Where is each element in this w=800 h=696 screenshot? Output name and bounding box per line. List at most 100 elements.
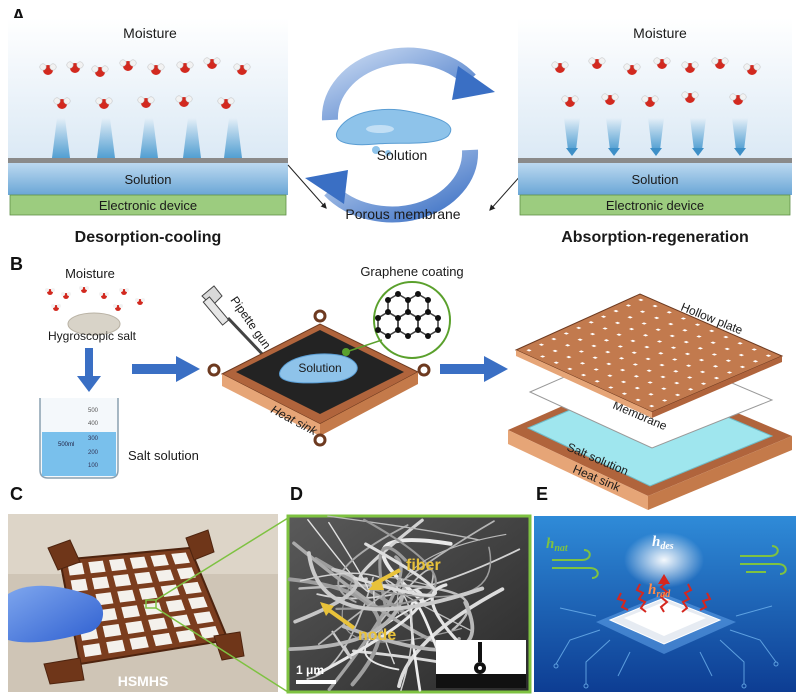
hollow-plate-cell (659, 363, 665, 367)
hsmhs-cell (165, 599, 186, 613)
sem-fiber (331, 630, 352, 660)
steam (624, 532, 704, 588)
hsmhs-cell (182, 581, 202, 595)
solution-puddle (335, 108, 452, 146)
hollow-plate-cell (739, 365, 746, 369)
absorption-beams (564, 118, 748, 156)
hollow-plate-cell (654, 316, 660, 320)
hollow-plate-cell (687, 388, 694, 391)
hollow-plate-cell (670, 346, 677, 349)
hollow-plate-cell (563, 332, 569, 335)
device-label-left: Electronic device (99, 198, 197, 213)
hollow-plate-cell (565, 344, 571, 347)
hollow-plate-cell (538, 343, 545, 346)
hollow-plate-cell (725, 359, 732, 362)
circuit-traces (553, 605, 779, 689)
scale-bar (296, 680, 336, 684)
hsmhs-cell (152, 632, 173, 647)
hollow-plate-cell (589, 332, 596, 336)
hollow-plate-cell (631, 351, 637, 354)
hollow-plate-cell (578, 350, 585, 353)
arrow-to-heat-sink (132, 356, 200, 382)
hollow-plate-cell (621, 392, 628, 395)
hollow-plate-cell (700, 382, 707, 385)
electronic-device-right (519, 194, 791, 216)
hsmhs-cell (176, 567, 196, 580)
hsmhs-cell (187, 596, 208, 610)
hollow-plate-cell (630, 339, 636, 343)
hsmhs-cell (121, 605, 140, 619)
hollow-plate-cell (552, 349, 558, 353)
cycle-diagram: Solution Porous membrane (287, 47, 531, 223)
sem-fiber (353, 542, 438, 597)
cycle-arrow-head-bottom (305, 170, 348, 204)
hollow-plate-cell (579, 362, 586, 365)
hollow-plate-cell (553, 361, 559, 364)
sem-fiber (409, 600, 444, 692)
hygroscopic-salt-label: Hygroscopic salt (48, 329, 137, 343)
solution-drop (279, 353, 358, 384)
hollow-plate-cell (592, 356, 598, 359)
solution-label-right: Solution (632, 172, 679, 187)
hollow-plate-cell (606, 362, 612, 366)
hollow-plate-cell (567, 367, 573, 371)
sem-fiber (396, 533, 507, 614)
hollow-plate-cell (566, 355, 572, 359)
hsmhs-cell (148, 617, 168, 631)
hollow-plate-cell (645, 357, 651, 361)
desorption-scene: Moisture Solution Electronic device Deso… (8, 18, 288, 246)
hollow-plate-cell (656, 340, 663, 343)
moisture-label-left: Moisture (123, 25, 177, 41)
hollow-plate-cell (644, 345, 650, 349)
sem-fiber (385, 576, 473, 632)
hollow-plate-cell (674, 381, 680, 385)
heat-transfer-diagram: hnat hdes hrad (534, 516, 796, 692)
hollow-plate-cell (577, 338, 583, 341)
hollow-plate-cell (638, 298, 644, 302)
hollow-plate-cell (648, 393, 654, 396)
beaker-mark-400: 400 (88, 421, 99, 427)
arrow-to-stack (440, 356, 508, 382)
beaker-mark-200: 200 (88, 450, 99, 456)
hollow-plate-cell (723, 335, 729, 339)
hsmhs-photo: HSMHS (8, 514, 278, 692)
electronic-device-left (9, 194, 287, 216)
hollow-plate-cell (628, 327, 635, 331)
fiber-label: fiber (406, 557, 441, 574)
hollow-plate-cell (710, 341, 716, 344)
hollow-plate-cell (618, 357, 625, 360)
hollow-plate-cell (551, 337, 557, 341)
evaporation-beams (52, 118, 242, 158)
hsmhs-cell (175, 629, 196, 643)
hollow-plate-cell (613, 309, 619, 313)
hollow-plate-cell (627, 316, 633, 319)
hollow-plate-cell (765, 354, 772, 357)
hollow-plate-cell (660, 375, 666, 379)
down-arrow-shaft (85, 348, 93, 378)
hsmhs-cell (102, 623, 122, 638)
hollow-plate-cell (652, 304, 658, 308)
hsmhs-cell (70, 578, 88, 592)
hsmhs-cell (125, 620, 145, 635)
sem-fiber (306, 576, 374, 680)
hollow-plate-cell (649, 404, 655, 408)
hollow-plate-cell (661, 399, 668, 402)
hsmhs-cell (109, 558, 127, 572)
hsmhs-cell (113, 574, 132, 587)
porous-membrane-left (8, 158, 288, 163)
hsmhs-cell (134, 571, 153, 585)
hollow-plate-cell (588, 321, 594, 324)
hollow-plate-cell (617, 345, 623, 348)
hollow-plate-cell (632, 363, 639, 366)
hsmhs-label: HSMHS (118, 673, 169, 689)
sem-fiber (307, 518, 370, 593)
beaker-mark-300: 300 (88, 436, 99, 442)
hollow-plate-grid (526, 298, 772, 408)
hollow-plate-cell (602, 327, 608, 330)
hollow-plate-cell (669, 334, 675, 338)
hollow-plate-cell (634, 386, 640, 390)
hollow-plate-cell (696, 335, 702, 338)
hollow-plate-cell (540, 355, 546, 358)
